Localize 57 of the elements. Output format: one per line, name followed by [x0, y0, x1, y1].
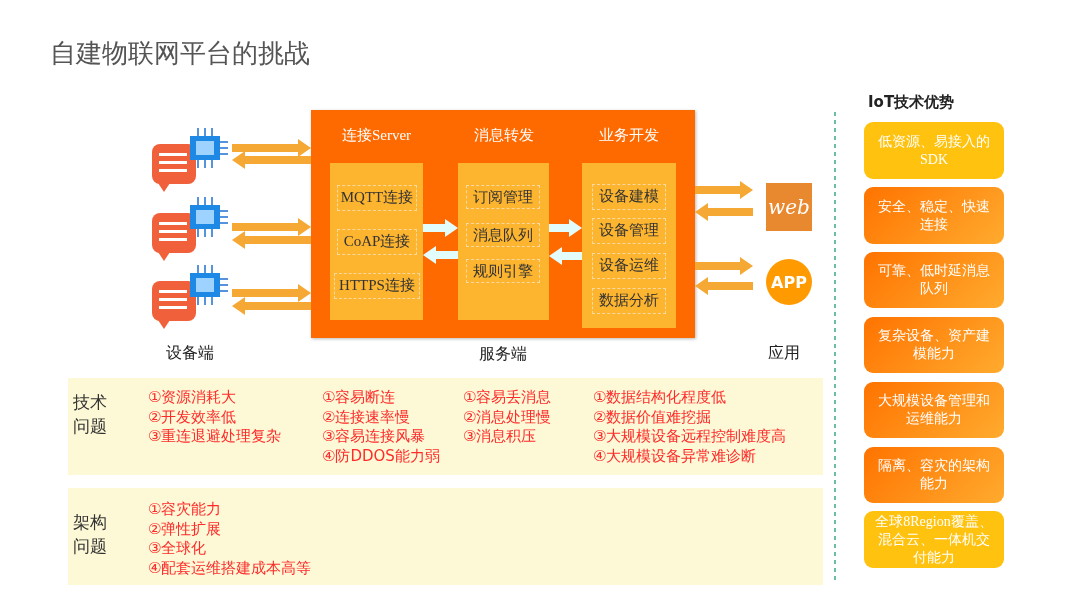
problem-item: ③大规模设备远程控制难度高	[593, 427, 787, 446]
section-label: 应用	[768, 343, 800, 364]
problem-item: ①容灾能力	[148, 500, 222, 519]
advantage-box: 可靠、低时延消息队列	[864, 252, 1004, 308]
problem-item: ③消息积压	[463, 427, 537, 446]
arrow	[695, 257, 753, 275]
problem-item: ③全球化	[148, 539, 207, 558]
function-box: MQTT连接	[337, 185, 417, 211]
function-box: CoAP连接	[337, 229, 417, 255]
problem-item: ③重连退避处理复杂	[148, 427, 282, 446]
function-box: HTTPS连接	[334, 273, 420, 299]
advantage-box: 大规模设备管理和运维能力	[864, 382, 1004, 438]
problem-item: ①容易丢消息	[463, 388, 552, 407]
column-heading: 消息转发	[472, 126, 535, 145]
advantage-box: 安全、稳定、快速连接	[864, 187, 1004, 244]
problem-panel	[68, 378, 823, 475]
problem-item: ④配套运维搭建成本高等	[148, 558, 312, 578]
problem-item: ①容易断连	[322, 388, 396, 407]
panel-heading: 架构问题	[73, 511, 108, 558]
panel-heading: 技术问题	[73, 391, 108, 438]
problem-item: ②消息处理慢	[463, 407, 552, 427]
problem-item: ④大规模设备异常难诊断	[593, 446, 757, 466]
function-box: 设备管理	[592, 218, 666, 244]
section-label: 设备端	[166, 343, 214, 364]
advantage-box: 隔离、容灾的架构能力	[864, 447, 1004, 503]
arrow	[423, 246, 458, 264]
problem-item: ③容易连接风暴	[322, 427, 426, 446]
problem-item: ④防DDOS能力弱	[322, 446, 440, 466]
arrow	[549, 219, 582, 237]
slide-title: 自建物联网平台的挑战	[50, 37, 310, 70]
function-box: 消息队列	[466, 223, 540, 247]
function-box: 订阅管理	[466, 185, 540, 209]
problem-panel	[68, 488, 823, 585]
advantage-box: 全球8Region覆盖、混合云、一体机交付能力	[864, 511, 1004, 568]
section-label: 服务端	[478, 344, 528, 365]
app-circle: APP	[766, 259, 812, 305]
arrow	[549, 247, 582, 265]
arrow	[232, 231, 311, 249]
function-box: 数据分析	[592, 288, 666, 314]
arrow	[695, 181, 753, 199]
column-heading: 连接Server	[340, 126, 413, 145]
arrow	[423, 219, 458, 237]
arrow	[232, 151, 311, 169]
problem-item: ②连接速率慢	[322, 407, 411, 427]
web-icon: web	[766, 183, 812, 231]
advantage-box: 低资源、易接入的SDK	[864, 122, 1004, 179]
arrow	[232, 297, 311, 315]
column-heading: 业务开发	[598, 126, 660, 145]
problem-item: ①数据结构化程度低	[593, 388, 727, 407]
function-box: 规则引擎	[466, 259, 540, 283]
problem-item: ②数据价值难挖掘	[593, 407, 712, 427]
problem-item: ①资源消耗大	[148, 388, 237, 407]
problem-item: ②弹性扩展	[148, 519, 222, 539]
advantage-box: 复杂设备、资产建模能力	[864, 317, 1004, 373]
function-box: 设备运维	[592, 253, 666, 279]
function-box: 设备建模	[592, 184, 666, 210]
problem-item: ②开发效率低	[148, 407, 237, 427]
